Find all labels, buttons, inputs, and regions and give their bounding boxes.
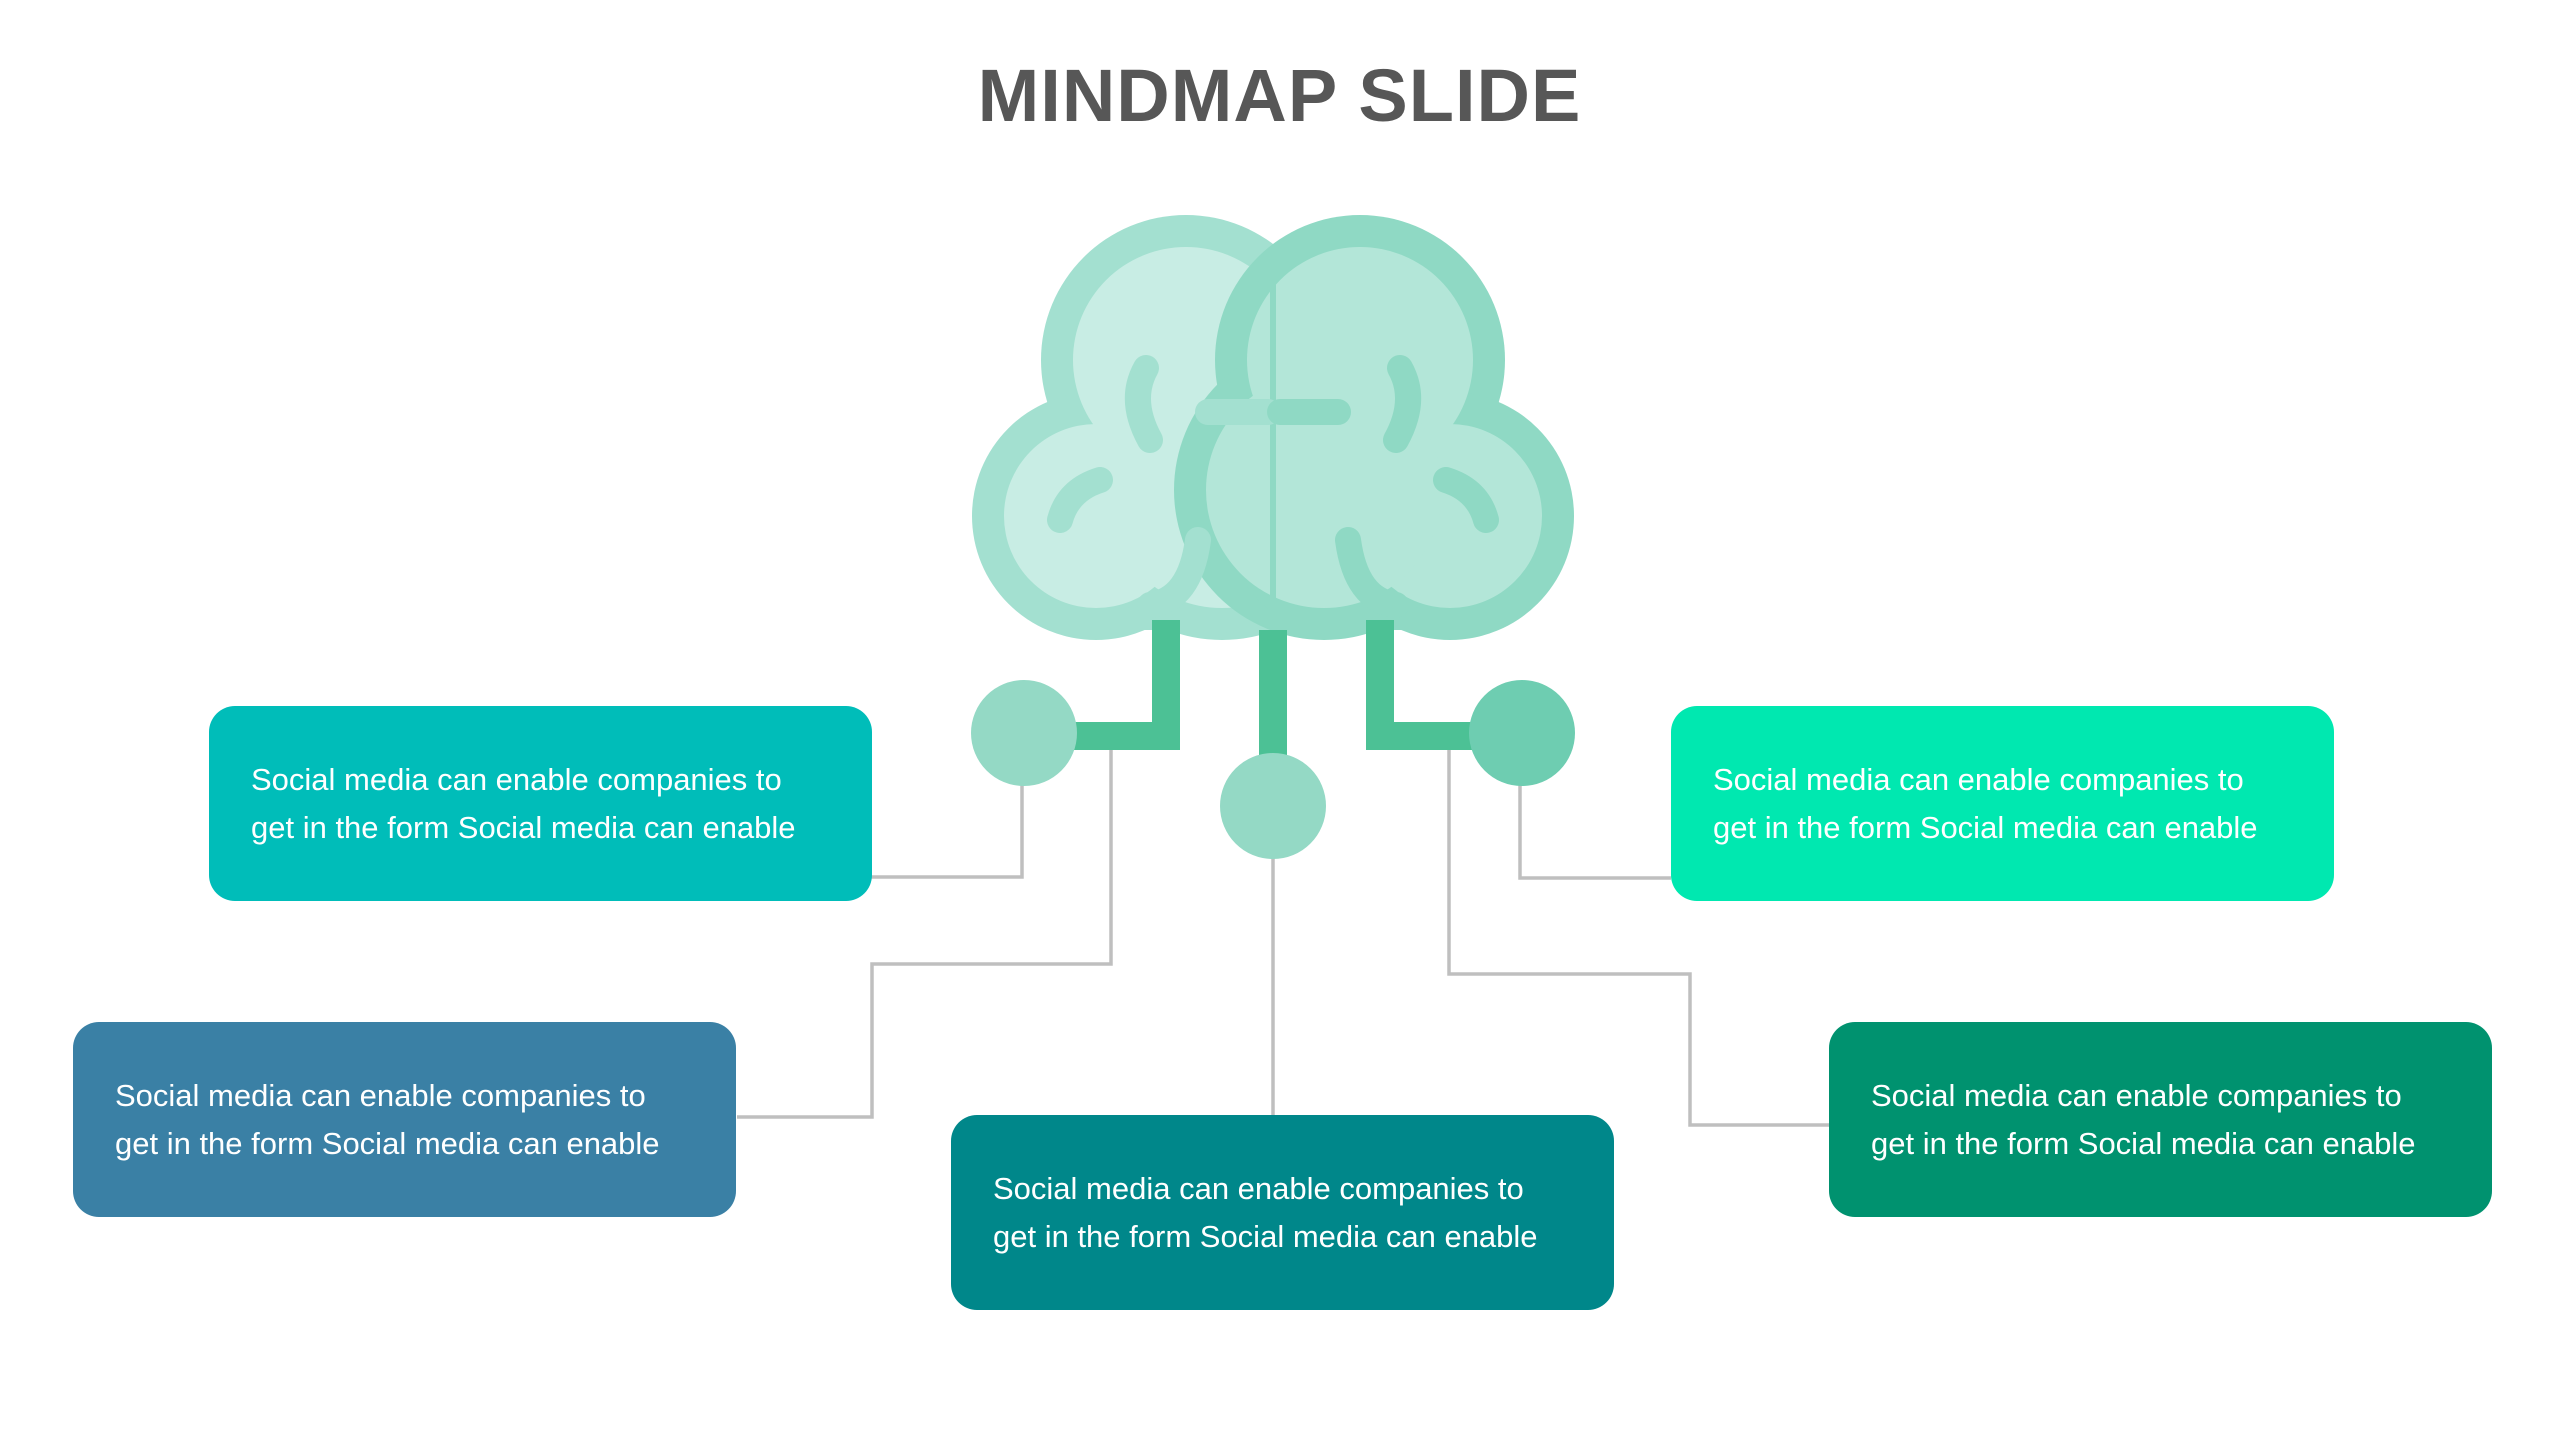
brain-right-folds (1267, 355, 1499, 618)
text-box-bottom-center: Social media can enable companies to get… (951, 1115, 1614, 1310)
text-box-top-right-text: Social media can enable companies to get… (1713, 761, 2258, 845)
connector-bottom-right (1447, 750, 1829, 1127)
text-box-bottom-left: Social media can enable companies to get… (73, 1022, 736, 1217)
slide-title: MINDMAP SLIDE (977, 54, 1582, 137)
text-box-bottom-left-text: Social media can enable companies to get… (115, 1077, 660, 1161)
brain-icon (972, 215, 1574, 640)
connector-top-left (870, 780, 1024, 879)
node-left (971, 680, 1077, 786)
brain-left-folds (1047, 355, 1281, 618)
text-box-bottom-right: Social media can enable companies to get… (1829, 1022, 2492, 1217)
brain-stems (1072, 620, 1474, 760)
text-box-top-right: Social media can enable companies to get… (1671, 706, 2334, 901)
connector-lines (737, 750, 1829, 1127)
stem-left (1072, 620, 1180, 750)
stem-right (1366, 620, 1474, 750)
text-box-top-left: Social media can enable companies to get… (209, 706, 872, 901)
connector-top-right (1518, 780, 1671, 880)
node-center (1220, 753, 1326, 859)
connector-bottom-left (737, 750, 1113, 1119)
text-box-top-left-text: Social media can enable companies to get… (251, 761, 796, 845)
text-box-bottom-right-text: Social media can enable companies to get… (1871, 1077, 2416, 1161)
text-box-bottom-center-text: Social media can enable companies to get… (993, 1170, 1538, 1254)
node-right (1469, 680, 1575, 786)
